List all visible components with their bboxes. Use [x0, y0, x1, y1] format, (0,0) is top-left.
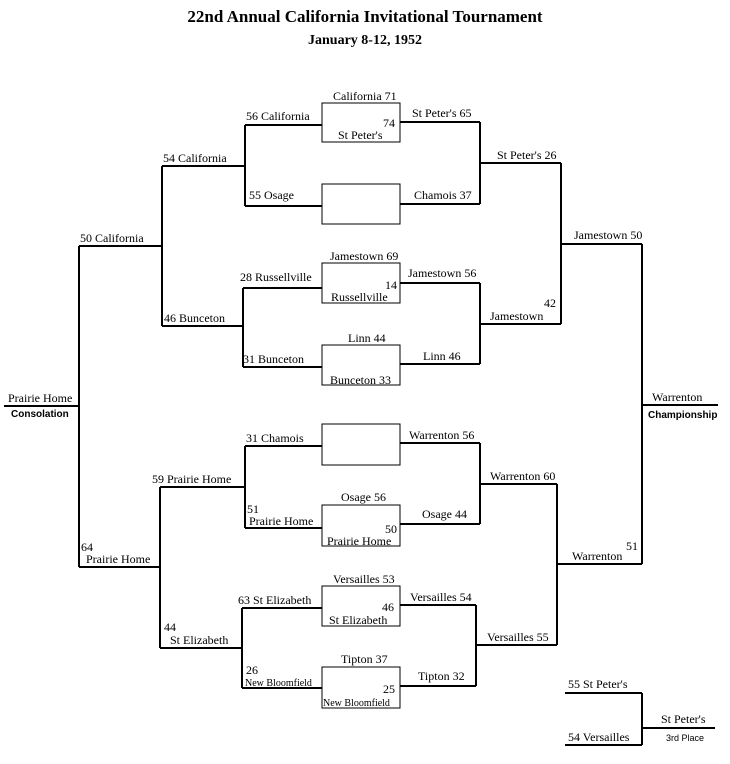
bracket-line — [161, 165, 245, 327]
match8-bottom-score: 25 — [383, 682, 395, 696]
match8-left-score: 26 — [246, 663, 258, 677]
third-place-label: 3rd Place — [666, 733, 705, 743]
match2-right-label: Chamois 37 — [414, 188, 472, 202]
third-place-top-label: 55 St Peter's — [568, 677, 628, 691]
match6-right-label: Osage 44 — [422, 507, 467, 521]
semifinal-left-top-label: 50 California — [80, 231, 144, 245]
third-place-winner: St Peter's — [661, 712, 706, 726]
match7-bottom-label: St Elizabeth — [329, 613, 388, 627]
match5-left-label: 31 Chamois — [246, 431, 304, 445]
match8-left-label: New Bloomfield — [245, 678, 312, 689]
match1-bottom-label: St Peter's — [338, 128, 383, 142]
match-box — [321, 423, 401, 466]
match3-bottom-label: Russellville — [331, 290, 388, 304]
match-box — [321, 504, 401, 547]
round2-left-lower-b-score: 44 — [164, 620, 176, 634]
round2-left-lower-label: 46 Bunceton — [164, 311, 225, 325]
match1-right-label: St Peter's 65 — [412, 106, 472, 120]
match6-left-label: Prairie Home — [249, 514, 314, 528]
page-title: 22nd Annual California Invitational Tour… — [187, 7, 543, 26]
match2-left-label: 55 Osage — [249, 188, 294, 202]
match8-top-label: Tipton 37 — [341, 652, 388, 666]
match3-right-label: Jamestown 56 — [408, 266, 477, 280]
match7-bottom-score: 46 — [382, 600, 394, 614]
consolation-winner: Prairie Home — [8, 391, 73, 405]
championship-winner: Warrenton — [652, 390, 703, 404]
match4-top-label: Linn 44 — [348, 331, 386, 345]
match4-left-label: 31 Bunceton — [243, 352, 304, 366]
round2-right-lower-b-label: Versailles 55 — [487, 630, 549, 644]
bracket-line — [557, 243, 643, 565]
match-box — [321, 344, 401, 386]
bracket-line — [242, 287, 322, 368]
match1-left-label: 56 California — [246, 109, 310, 123]
match6-left-score: 51 — [247, 502, 259, 516]
third-place-bottom-label: 54 Versailles — [568, 730, 630, 744]
match8-right-label: Tipton 32 — [418, 669, 465, 683]
round2-left-lower-b-label: St Elizabeth — [170, 633, 229, 647]
round2-right-upper-b-label: Warrenton 60 — [490, 469, 556, 483]
round2-right-lower-label: Jamestown — [490, 309, 544, 323]
page-subtitle: January 8-12, 1952 — [308, 33, 422, 48]
semifinal-left-bottom-label: Prairie Home — [86, 552, 151, 566]
match3-top-label: Jamestown 69 — [330, 249, 399, 263]
semifinal-left-bottom-score: 64 — [81, 540, 93, 554]
round2-left-upper-b-label: 59 Prairie Home — [152, 472, 232, 486]
semifinal-right-top-label: Jamestown 50 — [574, 228, 643, 242]
match-box — [321, 666, 401, 709]
match4-bottom-label: Bunceton 33 — [330, 373, 391, 387]
semifinal-right-bottom-label: Warrenton — [572, 549, 623, 563]
match1-bottom-score: 74 — [383, 116, 395, 130]
round2-left-upper-label: 54 California — [163, 151, 227, 165]
semifinal-right-bottom-score: 51 — [626, 539, 638, 553]
championship-label: Championship — [648, 410, 718, 421]
match6-bottom-label: Prairie Home — [327, 534, 392, 548]
round2-right-upper-label: St Peter's 26 — [497, 148, 557, 162]
match5-right-label: Warrenton 56 — [409, 428, 475, 442]
match7-right-label: Versailles 54 — [410, 590, 472, 604]
match-box — [321, 102, 401, 143]
bracket-line — [78, 245, 162, 568]
match3-bottom-score: 14 — [385, 278, 397, 292]
match6-top-label: Osage 56 — [341, 490, 386, 504]
match1-top-label: California 71 — [333, 89, 397, 103]
match7-left-label: 63 St Elizabeth — [238, 593, 312, 607]
match7-top-label: Versailles 53 — [333, 572, 395, 586]
match-box — [321, 262, 401, 304]
consolation-label: Consolation — [11, 409, 69, 420]
match6-bottom-score: 50 — [385, 522, 397, 536]
bracket-line — [565, 692, 715, 746]
match-box — [321, 585, 401, 627]
match4-right-label: Linn 46 — [423, 349, 461, 363]
round2-right-lower-score: 42 — [544, 296, 556, 310]
match8-bottom-label: New Bloomfield — [323, 698, 390, 709]
match3-left-label: 28 Russellville — [240, 270, 312, 284]
bracket-line — [476, 483, 558, 646]
match-box — [321, 183, 401, 225]
